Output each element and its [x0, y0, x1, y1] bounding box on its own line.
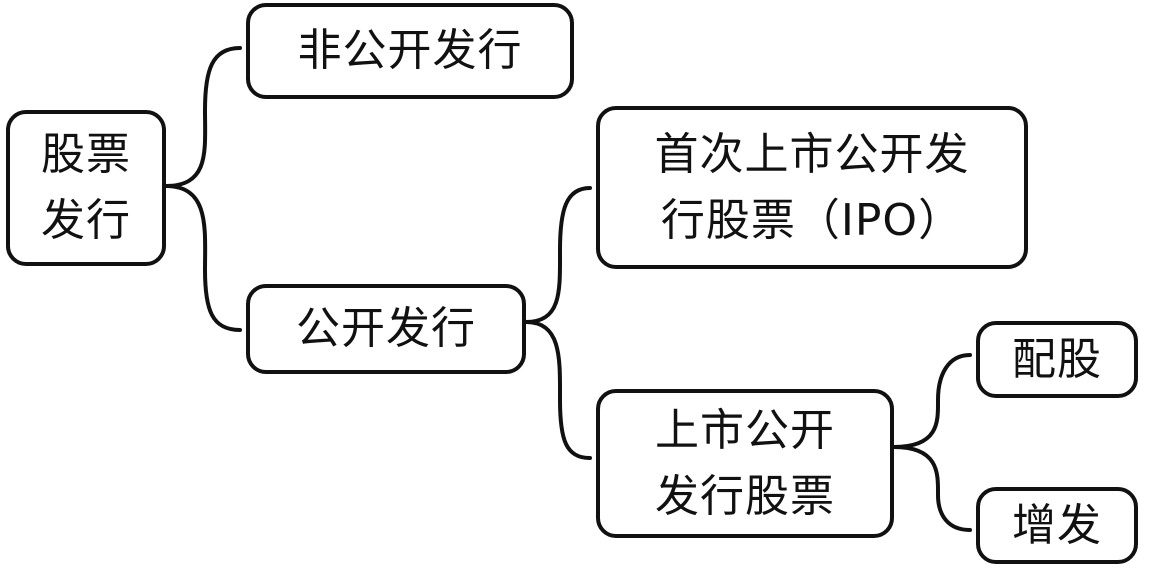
node-stock-issuance: 股票 发行: [6, 110, 166, 266]
connector-root-to-non-public: [164, 46, 242, 188]
node-non-public-offering-label: 非公开发行: [297, 25, 523, 76]
connector-public-to-ipo: [524, 186, 592, 324]
node-rights-issue-label: 配股: [1012, 333, 1102, 385]
connector-listed-to-rights: [892, 353, 972, 449]
node-public-offering: 公开发行: [246, 284, 526, 374]
node-ipo: 首次上市公开发 行股票（IPO）: [596, 106, 1028, 269]
node-ipo-label: 首次上市公开发 行股票（IPO）: [654, 128, 970, 246]
node-rights-issue: 配股: [976, 321, 1138, 398]
node-stock-issuance-label: 股票 发行: [41, 129, 131, 246]
connector-public-to-listed: [524, 320, 592, 460]
node-listed-public-offering-label: 上市公开 发行股票: [655, 404, 835, 522]
connector-listed-to-additional: [892, 445, 972, 532]
connector-root-to-public: [164, 184, 242, 332]
node-additional-issue-label: 增发: [1012, 499, 1102, 551]
node-public-offering-label: 公开发行: [296, 303, 476, 354]
node-listed-public-offering: 上市公开 发行股票: [596, 389, 894, 538]
node-non-public-offering: 非公开发行: [246, 3, 574, 99]
node-additional-issue: 增发: [976, 487, 1138, 564]
